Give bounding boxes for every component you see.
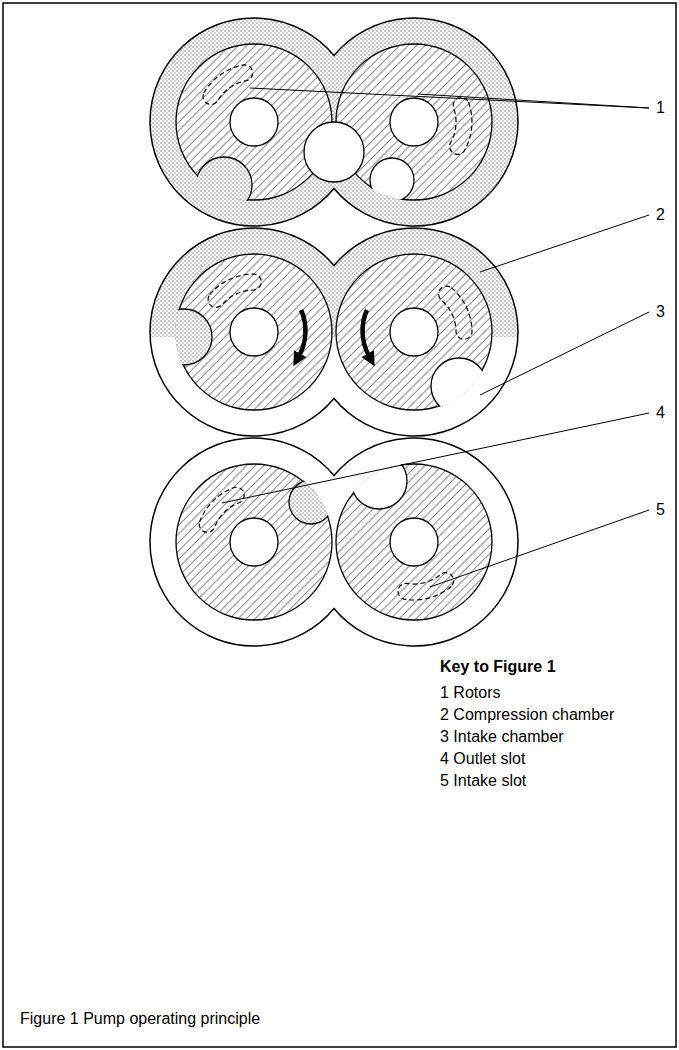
key-item: 1 Rotors <box>440 684 500 702</box>
key-item: 3 Intake chamber <box>440 728 564 746</box>
pump-stage <box>150 18 518 226</box>
callout-number: 1 <box>656 99 665 117</box>
key-item: 4 Outlet slot <box>440 750 525 768</box>
callout-number: 2 <box>656 206 665 224</box>
pump-stage <box>150 438 518 646</box>
rotation-arrow <box>299 310 305 356</box>
key-heading: Key to Figure 1 <box>440 658 556 676</box>
key-item: 5 Intake slot <box>440 772 526 790</box>
callout-number: 4 <box>656 404 665 422</box>
leader-lines <box>222 88 649 587</box>
figure-frame <box>3 3 676 1047</box>
pump-stage <box>150 228 518 436</box>
callout-number: 3 <box>656 303 665 321</box>
rotation-arrow <box>363 310 369 356</box>
figure-caption: Figure 1 Pump operating principle <box>20 1010 260 1028</box>
key-item: 2 Compression chamber <box>440 706 614 724</box>
callout-number: 5 <box>656 501 665 519</box>
